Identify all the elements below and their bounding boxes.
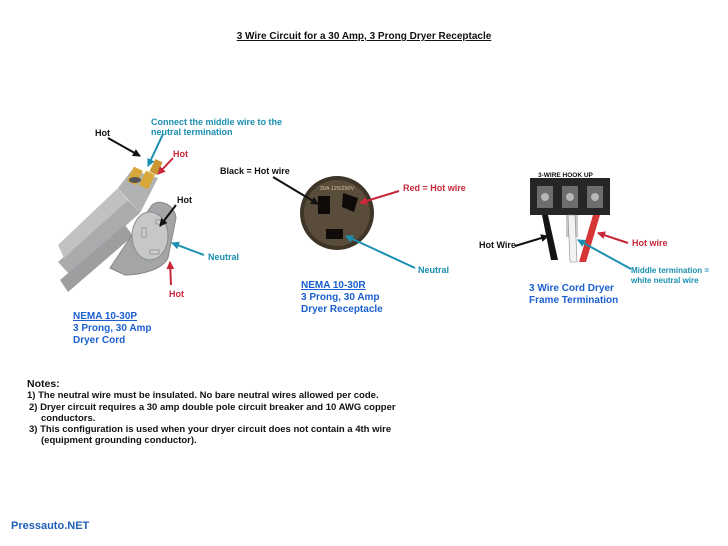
caption-cord: NEMA 10-30P 3 Prong, 30 Amp Dryer Cord (73, 311, 152, 347)
note-3: 3) This configuration is used when your … (29, 424, 392, 436)
terminal-block-image (530, 178, 610, 263)
label-hot-wire-right: Hot wire (632, 238, 668, 248)
arrow-middle-termination (577, 239, 632, 270)
notes-block: Notes: 1) The neutral wire must be insul… (27, 378, 396, 447)
label-connect-line1: Connect the middle wire to the (151, 117, 283, 127)
label-middle-line2: white neutral wire (631, 276, 699, 285)
caption-receptacle-line2: 3 Prong, 30 Amp (301, 292, 380, 303)
receptacle-image: 30A 125/250V (300, 176, 374, 250)
caption-receptacle-line3: Dryer Receptacle (301, 304, 383, 315)
caption-cord-line2: 3 Prong, 30 Amp (73, 323, 152, 334)
note-2: 2) Dryer circuit requires a 30 amp doubl… (29, 401, 396, 413)
arrow-hot-wire-left (514, 234, 549, 247)
label-connect-line2: neutral termination (151, 127, 233, 137)
arrow-hot-red-bottom (166, 261, 175, 286)
caption-cord-line1: NEMA 10-30P (73, 311, 138, 322)
caption-cord-line3: Dryer Cord (73, 335, 126, 346)
label-hot-wire-left: Hot Wire (479, 240, 516, 250)
arrow-neutral-cord (171, 241, 205, 256)
label-black-hot: Black = Hot wire (220, 166, 290, 176)
caption-receptacle: NEMA 10-30R 3 Prong, 30 Amp Dryer Recept… (301, 280, 383, 316)
caption-terminal: 3 Wire Cord Dryer Frame Termination (529, 283, 618, 307)
label-hot-mid: Hot (177, 195, 192, 205)
label-connect-middle: Connect the middle wire to the neutral t… (151, 117, 282, 137)
label-hot-red-bottom: Hot (169, 289, 184, 299)
hookup-title: 3-WIRE HOOK UP (538, 172, 593, 179)
label-neutral-receptacle: Neutral (418, 265, 450, 275)
arrow-black-hot (272, 176, 319, 205)
label-hot-top: Hot (95, 128, 110, 138)
notes-heading: Notes: (27, 378, 60, 390)
note-2-continued: conductors. (41, 412, 96, 424)
label-red-hot: Red = Hot wire (403, 183, 466, 193)
arrow-hot-red-top (157, 157, 174, 175)
receptacle-face-text: 30A 125/250V (320, 186, 355, 192)
dryer-cord-image (58, 158, 177, 292)
label-middle-line1: Middle termination = (631, 266, 710, 275)
arrow-hot-mid (159, 204, 177, 227)
caption-receptacle-line1: NEMA 10-30R (301, 280, 366, 291)
note-1: 1) The neutral wire must be insulated. N… (27, 390, 379, 402)
arrow-hot-top (107, 137, 141, 157)
arrow-neutral-receptacle (345, 235, 416, 269)
label-hot-red-top: Hot (173, 149, 188, 159)
label-neutral-cord: Neutral (208, 252, 240, 262)
diagram-title: 3 Wire Circuit for a 30 Amp, 3 Prong Dry… (236, 31, 492, 42)
arrow-red-hot (359, 190, 400, 205)
label-middle-termination: Middle termination = white neutral wire (631, 266, 709, 286)
brand-watermark: Pressauto.NET (11, 520, 90, 532)
arrow-hot-wire-right (597, 231, 629, 244)
note-3-continued: (equipment grounding conductor). (41, 435, 197, 447)
caption-terminal-line1: 3 Wire Cord Dryer (529, 283, 614, 294)
arrow-connect-middle (147, 133, 164, 167)
caption-terminal-line2: Frame Termination (529, 295, 619, 306)
